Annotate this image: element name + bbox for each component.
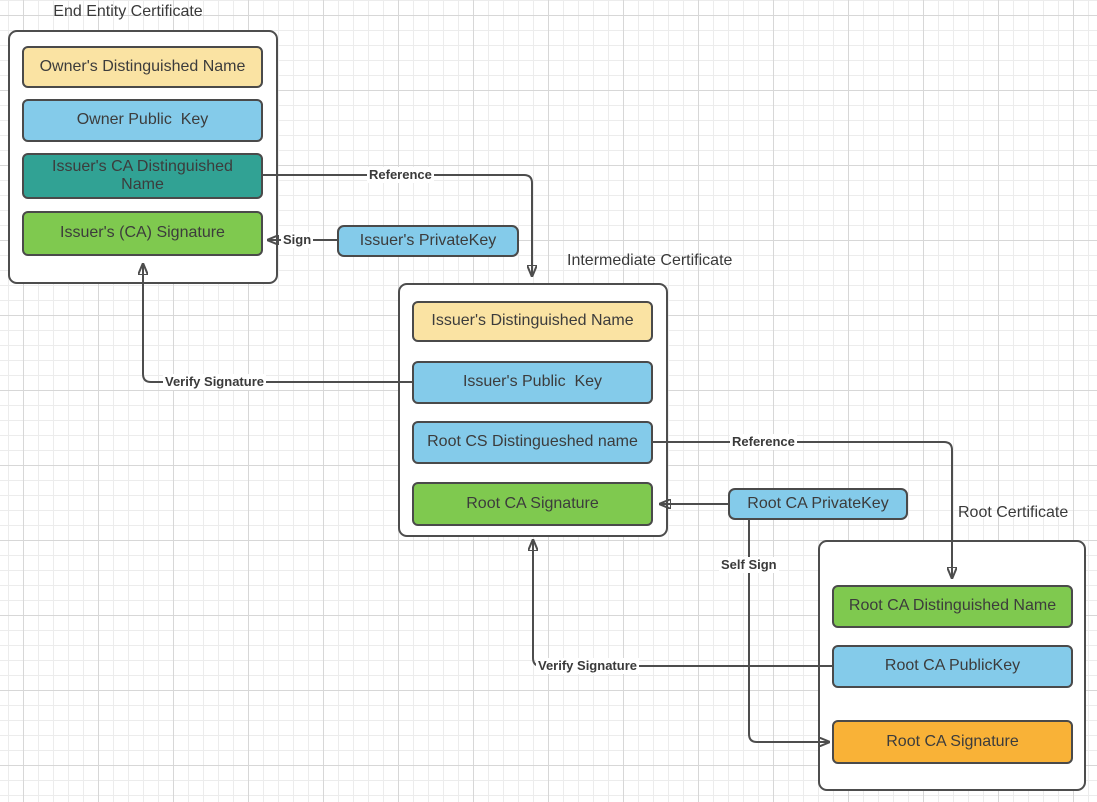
field-issuer-public-key-label: Issuer's Public Key	[462, 373, 603, 391]
field-owner-public-key[interactable]: Owner Public Key	[22, 99, 263, 142]
label-sign: Sign	[281, 232, 314, 248]
label-verify-signature-left: Verify Signature	[163, 374, 266, 390]
field-root-ca-distinguished-name[interactable]: Root CA Distinguished Name	[832, 585, 1073, 628]
field-owner-distinguished-name-label: Owner's Distinguished Name	[39, 57, 246, 75]
field-issuer-ca-distinguished-name-label: Issuer's CA Distinguished Name	[52, 157, 238, 193]
field-issuer-distinguished-name[interactable]: Issuer's Distinguished Name	[412, 301, 653, 342]
root-ca-private-key-box[interactable]: Root CA PrivateKey	[728, 488, 908, 520]
intermediate-certificate-title: Intermediate Certificate	[567, 252, 733, 269]
field-issuer-ca-distinguished-name[interactable]: Issuer's CA Distinguished Name	[22, 153, 263, 199]
arrow-verify-signature-bottom[interactable]	[533, 540, 832, 667]
label-reference-top: Reference	[367, 167, 434, 183]
root-certificate-title: Root Certificate	[958, 504, 1069, 521]
field-issuer-distinguished-name-label: Issuer's Distinguished Name	[431, 312, 634, 330]
root-ca-private-key-label: Root CA PrivateKey	[747, 494, 889, 512]
field-root-cs-distinguished-name[interactable]: Root CS Distingueshed name	[412, 421, 653, 464]
field-root-ca-public-key[interactable]: Root CA PublicKey	[832, 645, 1073, 688]
field-root-ca-signature[interactable]: Root CA Signature	[832, 720, 1073, 764]
field-intermediate-root-ca-signature[interactable]: Root CA Signature	[412, 482, 653, 526]
field-root-cs-distinguished-name-label: Root CS Distingueshed name	[427, 433, 638, 451]
label-verify-signature-bottom: Verify Signature	[536, 658, 639, 674]
field-root-ca-public-key-label: Root CA PublicKey	[884, 657, 1021, 675]
field-root-ca-distinguished-name-label: Root CA Distinguished Name	[848, 597, 1057, 615]
issuer-private-key-label: Issuer's PrivateKey	[359, 231, 497, 249]
label-self-sign: Self Sign	[719, 557, 779, 573]
field-owner-distinguished-name[interactable]: Owner's Distinguished Name	[22, 46, 263, 88]
field-issuer-public-key[interactable]: Issuer's Public Key	[412, 361, 653, 404]
field-issuer-ca-signature-label: Issuer's (CA) Signature	[60, 224, 225, 242]
field-issuer-ca-signature[interactable]: Issuer's (CA) Signature	[22, 211, 263, 256]
field-intermediate-root-ca-signature-label: Root CA Signature	[466, 494, 599, 512]
field-root-ca-signature-label: Root CA Signature	[886, 732, 1019, 750]
field-owner-public-key-label: Owner Public Key	[76, 111, 209, 129]
arrow-self-sign[interactable]	[748, 519, 829, 742]
end-entity-certificate-title: End Entity Certificate	[53, 3, 203, 20]
label-reference-bottom: Reference	[730, 434, 797, 450]
issuer-private-key-box[interactable]: Issuer's PrivateKey	[337, 225, 519, 257]
